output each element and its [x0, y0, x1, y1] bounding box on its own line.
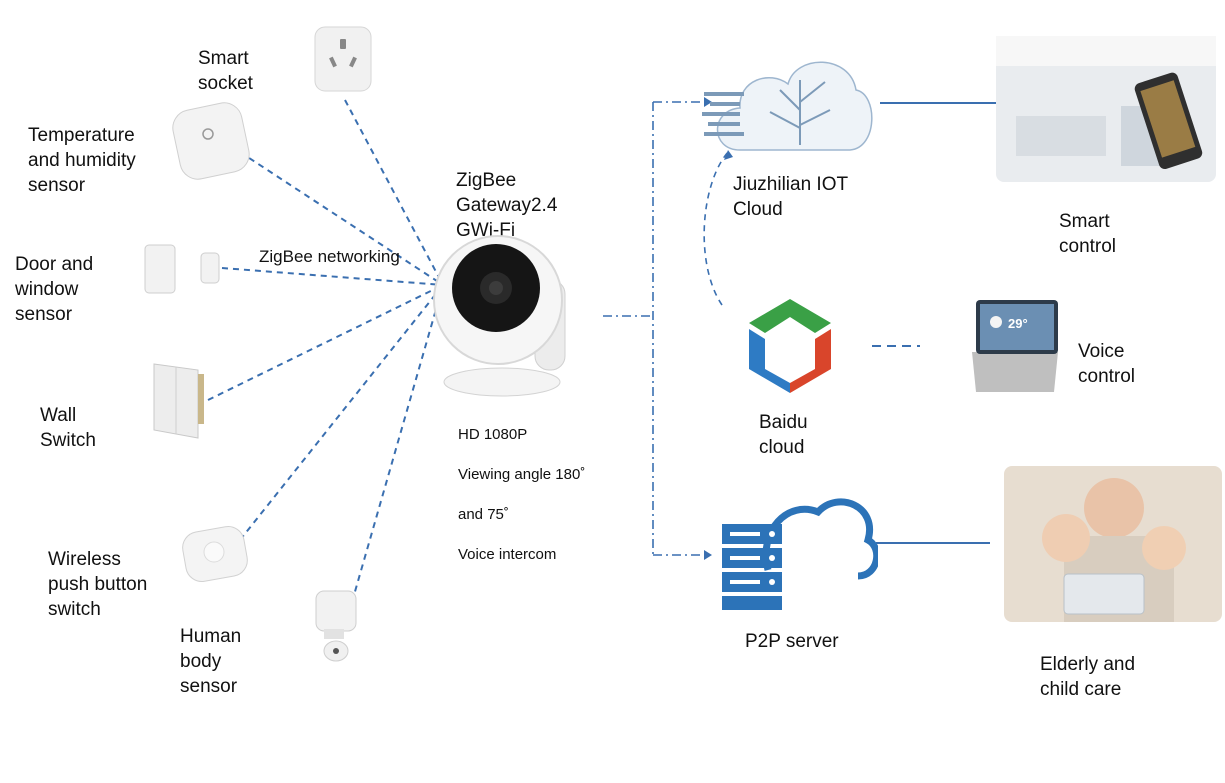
gateway-spec-2: Viewing angle 180˚ — [458, 466, 586, 483]
temperature-sensor-label: Temperature and humidity sensor — [28, 125, 136, 196]
gateway-spec-1: HD 1080P — [458, 426, 528, 443]
gateway-spec-4: Voice intercom — [458, 546, 557, 563]
human-sensor-image — [310, 585, 365, 665]
human-sensor-label: Human body sensor — [180, 626, 242, 697]
iot-cloud-label: Jiuzhilian IOT Cloud — [733, 174, 849, 220]
door-sensor-image — [143, 243, 223, 295]
screen-temperature: 29° — [1008, 316, 1028, 331]
link-door-sensor — [221, 267, 444, 286]
gateway-spec-3: and 75˚ — [458, 506, 509, 523]
baidu-cloud-logo — [745, 295, 835, 395]
push-button-image — [178, 525, 258, 585]
smart-control-label: Smart control — [1059, 211, 1117, 257]
temperature-sensor-image — [172, 102, 250, 182]
push-button-label: Wireless push button switch — [48, 549, 148, 620]
iot-cloud-icon — [700, 40, 878, 158]
voice-control-label: Voice control — [1078, 341, 1136, 387]
smart-socket-label: Smart socket — [198, 48, 253, 94]
voice-control-image: 29° — [966, 296, 1062, 396]
smart-control-image — [996, 36, 1216, 182]
link-temp-sensor — [239, 151, 444, 286]
elderly-child-care-image — [1004, 466, 1222, 622]
smart-socket-image — [313, 25, 373, 93]
p2p-server-icon — [718, 490, 881, 612]
gateway-title: ZigBee Gateway2.4 GWi-Fi — [456, 170, 558, 241]
care-label: Elderly and child care — [1040, 654, 1136, 700]
link-smart-socket — [344, 99, 444, 286]
link-push-button — [239, 284, 444, 541]
p2p-server-label: P2P server — [745, 631, 839, 652]
baidu-cloud-label: Baidu cloud — [759, 412, 808, 458]
wall-switch-label: Wall Switch — [40, 405, 96, 451]
wall-switch-image — [150, 360, 210, 440]
link-baidu-cloud-arc — [703, 151, 729, 306]
zigbee-networking-label: ZigBee networking — [259, 247, 400, 266]
link-wall-switch — [207, 284, 444, 401]
door-sensor-label: Door and window sensor — [15, 254, 94, 325]
gateway-camera-image — [430, 232, 575, 402]
